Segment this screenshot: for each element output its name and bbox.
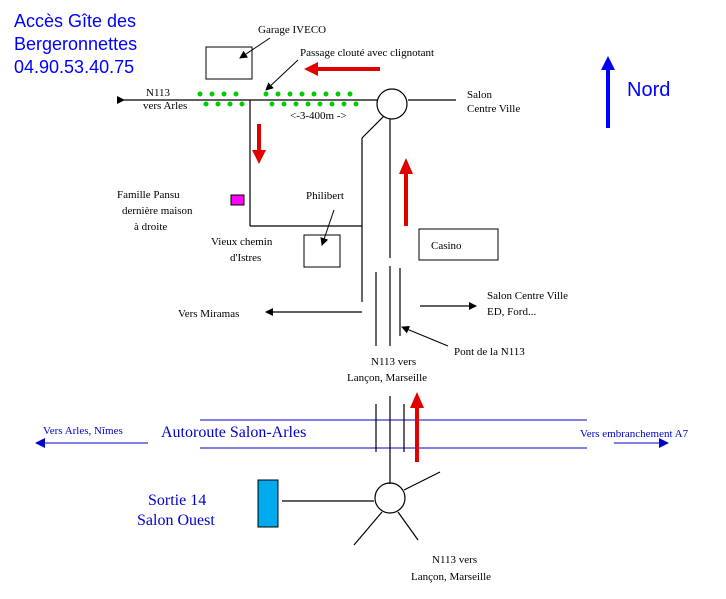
garage-label: Garage IVECO [258,24,326,36]
salon-cv-label-2: Centre Ville [467,103,520,115]
title-line1: Accès Gîte des [14,11,136,31]
red-arrow-north-icon [399,158,413,226]
arles-nimes-label: Vers Arles, Nîmes [43,425,123,437]
salon-ed-label-1: Salon Centre Ville [487,290,568,302]
red-arrow-south-icon [252,124,266,164]
sortie-label-2: Salon Ouest [137,512,215,529]
road-sw-link [361,115,385,139]
philibert-label: Philibert [306,190,344,202]
n113-lancon-b-label-1: N113 vers [432,554,477,566]
n113-arles-label-1: N113 [146,87,171,99]
casino-building [418,228,499,261]
passage-pointer-icon [265,59,299,91]
miramas-label: Vers Miramas [178,308,239,320]
roundabout-north [376,88,408,120]
n113-lancon-label-2: Lançon, Marseille [347,372,427,384]
philibert-building [303,234,341,268]
salon-ed-label-2: ED, Ford... [487,306,536,318]
philibert-pointer-icon [320,209,335,246]
passage-label: Passage clouté avec clignotant [300,47,434,59]
salon-cv-label-1: Salon [467,89,493,101]
vieux-label-1: Vieux chemin [211,236,273,248]
distance-label: <-3-400m -> [290,110,347,122]
pont-pointer-icon [401,325,449,347]
crosswalk-dots [197,91,359,107]
n113-arles-label-2: vers Arles [143,100,187,112]
autoroute-label: Autoroute Salon-Arles [161,424,306,441]
red-arrow-west-icon [304,62,380,76]
n113-lancon-label-1: N113 vers [371,356,416,368]
red-arrow-north-bottom-icon [410,392,424,462]
title-phone: 04.90.53.40.75 [14,57,134,77]
casino-label: Casino [431,240,462,252]
n113-lancon-b-label-2: Lançon, Marseille [411,571,491,583]
sortie-14-marker [257,479,279,528]
famille-label-2: dernière maison [122,205,193,217]
garage-building [205,46,253,80]
roundabout-ne-road [403,471,441,491]
title-line2: Bergeronnettes [14,34,137,54]
roundabout-se-road [397,511,419,541]
garage-pointer-icon [239,37,271,59]
a7-label: Vers embranchement A7 [580,428,689,440]
pont-label: Pont de la N113 [454,346,525,358]
famille-label-3: à droite [134,221,167,233]
famille-label-1: Famille Pansu [117,189,180,201]
north-label: Nord [627,79,670,101]
roundabout-south [374,482,406,514]
sortie-label-1: Sortie 14 [148,492,206,509]
roundabout-sw-road [353,511,383,546]
north-arrow-icon [601,56,615,128]
famille-pansu-house [230,194,245,206]
vieux-label-2: d'Istres [230,252,261,264]
